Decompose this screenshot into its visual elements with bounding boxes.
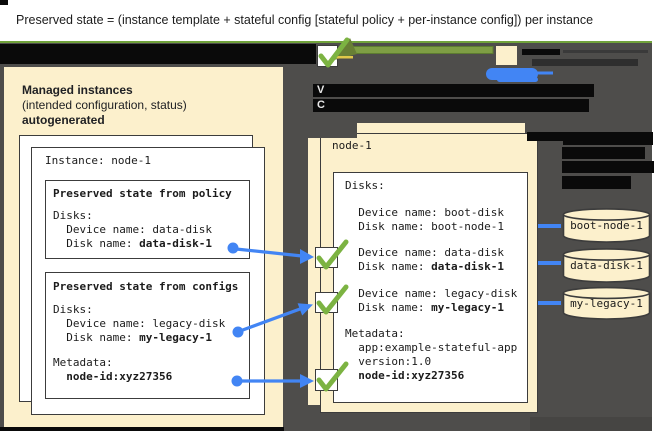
configs-disk-value: my-legacy-1 xyxy=(139,331,212,344)
redacted-line: C xyxy=(313,99,589,112)
vm-data-disk-label: Disk name: xyxy=(345,260,432,273)
node-id-checkbox xyxy=(315,369,338,391)
config-chip xyxy=(496,46,517,65)
configs-metadata-label: Metadata: xyxy=(53,356,113,369)
policy-box-title: Preserved state from policy xyxy=(53,187,232,200)
configs-metadata-line: node-id:xyz27356 xyxy=(53,370,172,384)
configs-box-title: Preserved state from configs xyxy=(53,280,239,293)
managed-instances-subheading: (intended configuration, status) xyxy=(22,98,187,112)
vm-disks-label: Disks: xyxy=(345,179,385,192)
redacted-bar xyxy=(562,147,645,159)
top-checkbox xyxy=(317,45,338,67)
policy-device-line: Device name: data-disk xyxy=(53,223,212,236)
policy-disk-label: Disk name: xyxy=(53,237,140,250)
configs-metadata-value: node-id:xyz27356 xyxy=(66,370,173,383)
legacy-disk-checkbox xyxy=(315,292,338,313)
corner-notch xyxy=(0,0,8,5)
boot-disk-label: boot-node-1 xyxy=(570,219,643,232)
redacted-bar xyxy=(527,132,565,141)
redacted-line: V xyxy=(313,84,594,97)
policy-state-box xyxy=(45,180,250,259)
configs-disk-line: Disk name: my-legacy-1 xyxy=(53,331,212,345)
vm-metadata-label: Metadata: xyxy=(345,327,405,340)
redacted-bar xyxy=(522,49,560,55)
legacy-disk-label: my-legacy-1 xyxy=(570,297,643,310)
page-title: Preserved state = (instance template + s… xyxy=(16,13,594,27)
vm-legacy-device-line: Device name: legacy-disk xyxy=(345,287,518,300)
vm-data-device-line: Device name: data-disk xyxy=(345,246,504,259)
vm-metadata-node-value: node-id:xyz27356 xyxy=(358,369,465,382)
vm-metadata-app-line: app:example-stateful-app xyxy=(345,341,518,354)
vm-boot-device-line: Device name: boot-disk xyxy=(345,206,504,219)
configs-metadata-indent xyxy=(53,370,66,383)
policy-disk-line: Disk name: data-disk-1 xyxy=(53,237,212,251)
vm-metadata-node-line: node-id:xyz27356 xyxy=(345,369,464,383)
vm-data-disk-line: Disk name: data-disk-1 xyxy=(345,260,504,274)
bottom-shade-strip xyxy=(530,417,652,431)
redacted-bar xyxy=(532,59,638,66)
configs-disk-label: Disk name: xyxy=(53,331,140,344)
green-divider-line xyxy=(0,40,652,43)
data-disk-checkbox xyxy=(315,247,338,268)
redaction-fragment: V xyxy=(317,84,325,96)
redacted-bar xyxy=(562,161,654,173)
policy-disk-value: data-disk-1 xyxy=(139,237,212,250)
configs-disks-label: Disks: xyxy=(53,303,93,316)
data-disk-cylinder xyxy=(562,247,651,285)
redaction-fragment: C xyxy=(317,99,325,111)
autogenerated-label: autogenerated xyxy=(22,113,105,127)
cylinder-shape xyxy=(562,248,651,283)
configs-device-line: Device name: legacy-disk xyxy=(53,317,226,330)
vm-disks-box xyxy=(333,172,528,403)
vm-legacy-disk-line: Disk name: my-legacy-1 xyxy=(345,301,504,315)
vm-legacy-disk-label: Disk name: xyxy=(345,301,432,314)
redacted-bar xyxy=(563,50,648,53)
redacted-bar xyxy=(0,44,316,64)
boot-disk-cylinder xyxy=(562,207,651,245)
vm-legacy-disk-value: my-legacy-1 xyxy=(431,301,504,314)
redacted-bar xyxy=(562,176,631,189)
vm-title: node-1 xyxy=(332,139,372,152)
redacted-bar xyxy=(563,132,653,145)
policy-disks-label: Disks: xyxy=(53,209,93,222)
instance-title: Instance: node-1 xyxy=(45,154,151,167)
redacted-bar xyxy=(0,427,284,431)
vm-metadata-version-line: version:1.0 xyxy=(345,355,432,368)
vm-metadata-node-indent xyxy=(345,369,358,382)
legacy-disk-cylinder xyxy=(562,286,651,322)
cylinder-shape xyxy=(562,208,651,243)
configs-state-box xyxy=(45,272,250,399)
vm-boot-disk-line: Disk name: boot-node-1 xyxy=(345,220,504,233)
vm-data-disk-value: data-disk-1 xyxy=(431,260,504,273)
data-disk-label: data-disk-1 xyxy=(570,259,643,272)
redacted-patch xyxy=(283,112,357,138)
cylinder-shape xyxy=(562,286,651,320)
managed-instances-heading: Managed instances xyxy=(22,83,133,97)
